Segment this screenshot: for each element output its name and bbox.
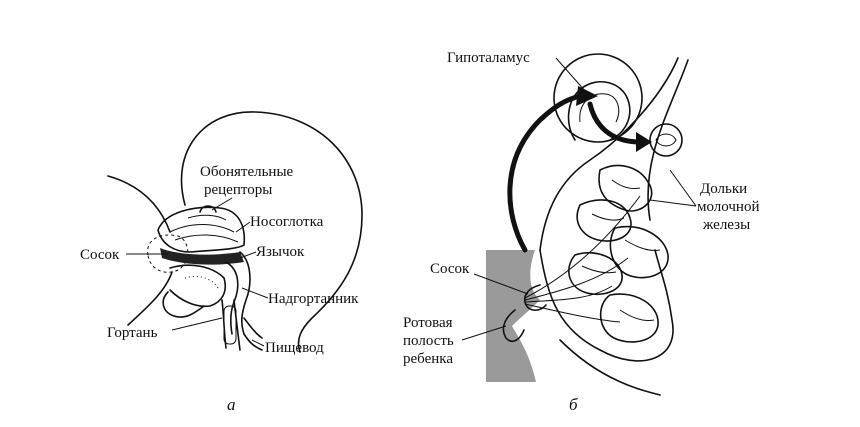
nasal-cavity bbox=[157, 206, 246, 253]
jaw bbox=[162, 291, 205, 318]
afferent-arrow bbox=[507, 93, 583, 253]
breast-lower bbox=[127, 271, 173, 326]
label-esophagus: Пищевод bbox=[265, 340, 324, 356]
leader-nasopharynx bbox=[235, 221, 251, 233]
label-epiglottis: Надгортанник bbox=[268, 291, 359, 307]
label-nasopharynx: Носоглотка bbox=[250, 214, 324, 230]
nipple-b bbox=[524, 284, 547, 312]
brain-arc bbox=[579, 93, 620, 123]
label-nipple-b: Сосок bbox=[430, 261, 470, 277]
infant-mouth bbox=[502, 309, 525, 342]
label-olfactory-1: Обонятельные bbox=[200, 164, 294, 180]
panel-a-drawing bbox=[107, 111, 363, 353]
tongue bbox=[169, 264, 226, 308]
label-olfactory-2: рецепторы bbox=[204, 182, 272, 198]
caption-b: б bbox=[569, 395, 578, 414]
esophagus-tube bbox=[243, 317, 263, 351]
palate bbox=[160, 248, 244, 265]
leader-mouth bbox=[461, 325, 507, 341]
olfactory-bump bbox=[199, 205, 217, 213]
label-lobules-1: Дольки bbox=[700, 181, 747, 197]
breast-outline bbox=[539, 249, 674, 362]
infant-shading bbox=[486, 250, 540, 382]
pharynx bbox=[239, 251, 251, 335]
leader-epiglottis bbox=[241, 287, 269, 299]
label-larynx: Гортань bbox=[107, 325, 158, 341]
lobules bbox=[524, 164, 669, 343]
label-hypothalamus: Гипоталамус bbox=[447, 50, 530, 66]
label-uvula: Язычок bbox=[256, 244, 305, 260]
leader-esophagus bbox=[251, 339, 265, 347]
label-mouth-3: ребенка bbox=[403, 351, 453, 367]
afferent-arrowhead bbox=[576, 86, 598, 106]
leader-uvula bbox=[239, 251, 257, 259]
leader-hypothalamus bbox=[555, 57, 587, 93]
leader-olfactory bbox=[211, 197, 233, 211]
leader-lobules-1 bbox=[669, 169, 697, 207]
mother-head-outer bbox=[553, 53, 643, 143]
nasal-lines bbox=[169, 214, 239, 243]
head-outline bbox=[180, 111, 363, 353]
label-mouth-1: Ротовая bbox=[403, 315, 453, 331]
mother-head-inner bbox=[567, 80, 631, 141]
larynx-cartilage bbox=[223, 305, 237, 345]
breast-curve bbox=[107, 175, 171, 233]
label-nipple-a: Сосок bbox=[80, 247, 120, 263]
panel-b-drawing bbox=[486, 53, 689, 396]
breast-bottom bbox=[559, 339, 661, 396]
label-lobules-3: железы bbox=[702, 217, 750, 233]
efferent-arrow bbox=[587, 101, 643, 145]
caption-a: а bbox=[227, 395, 236, 414]
leader-lobules-2 bbox=[649, 199, 697, 207]
leader-larynx bbox=[171, 317, 223, 331]
body-line-outer bbox=[539, 57, 679, 251]
efferent-arrowhead bbox=[636, 132, 652, 152]
pituitary bbox=[649, 123, 683, 157]
label-mouth-2: полость bbox=[403, 333, 454, 349]
pituitary-inner bbox=[655, 133, 677, 147]
tongue-dots bbox=[184, 275, 219, 289]
label-lobules-2: молочной bbox=[697, 199, 760, 215]
leader-nipple-b bbox=[473, 273, 529, 295]
